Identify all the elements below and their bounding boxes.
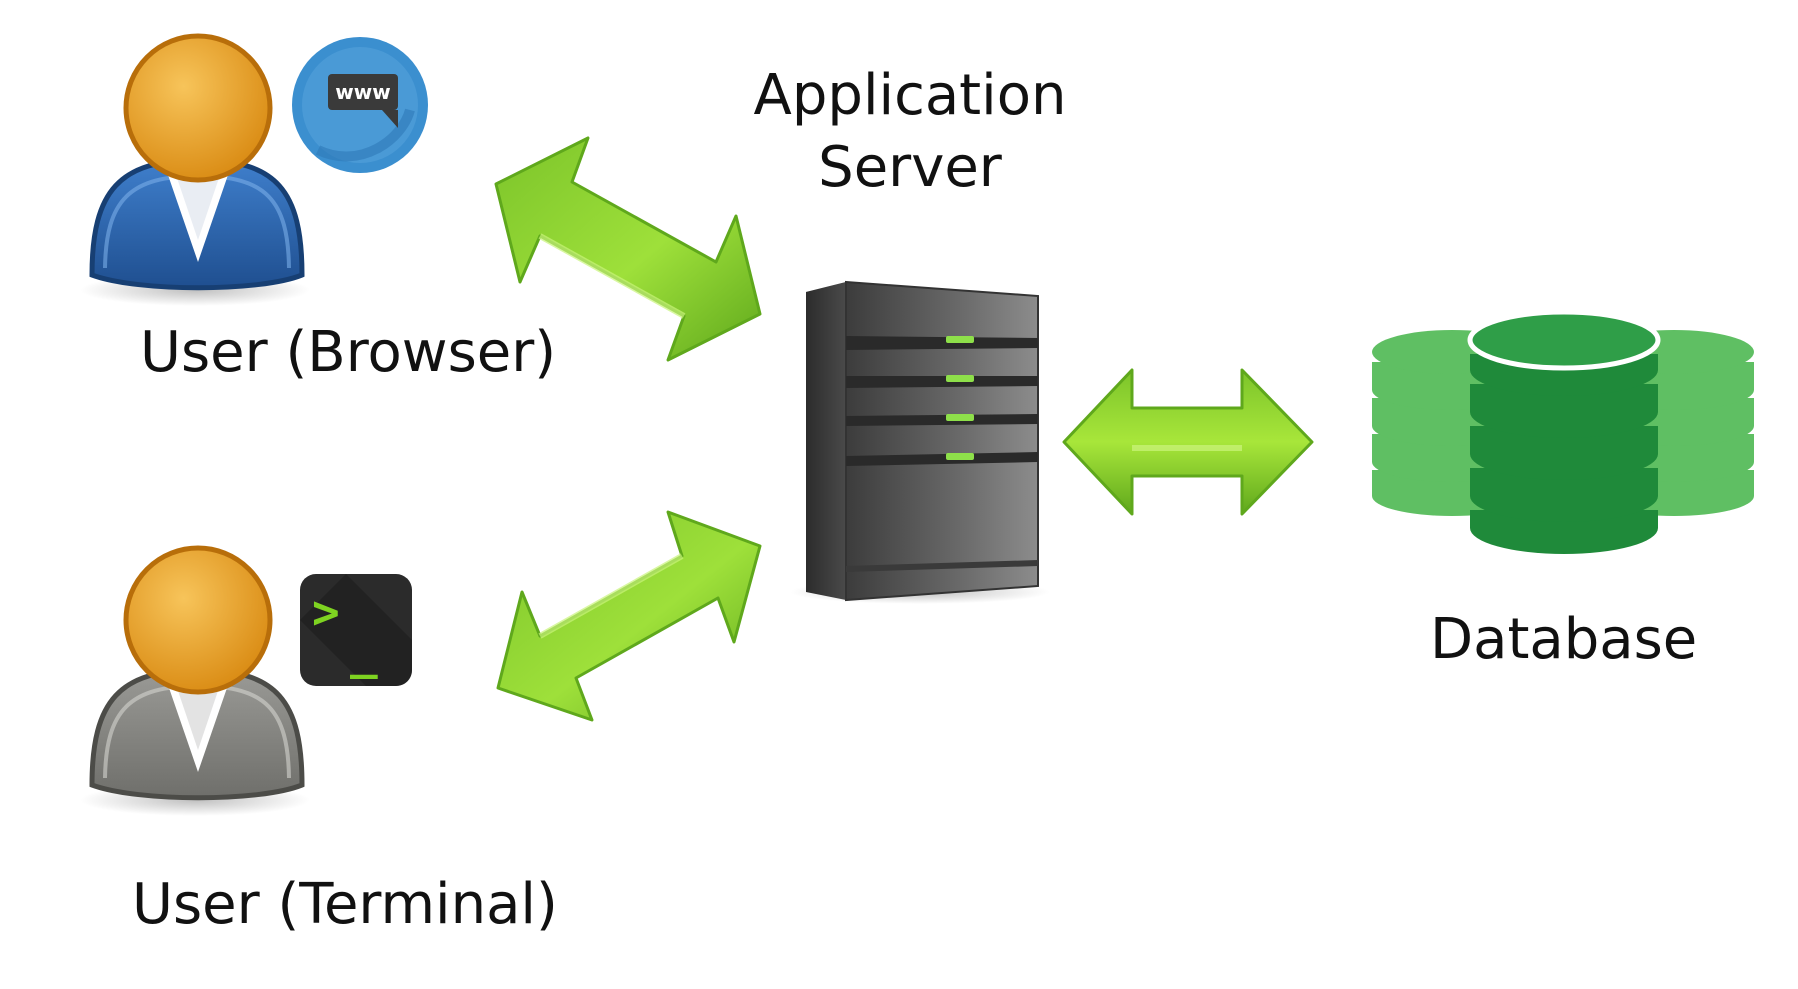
terminal-cursor-glyph: _ [350,625,378,679]
arrow-browser-server [494,136,762,362]
arrow-terminal-server [496,510,762,722]
user-terminal-icon [80,545,310,816]
app-server-label-line2: Server [818,135,1002,200]
user-browser-label: User (Browser) [140,320,557,385]
terminal-badge-icon: > _ [300,574,412,686]
www-badge-text: www [335,80,390,104]
user-browser-icon [80,33,310,306]
server-tower-icon [790,280,1050,604]
www-badge-icon: www [292,37,428,173]
user-terminal-label: User (Terminal) [132,872,558,937]
server-drive-bays [846,336,1038,572]
app-server-label: Application Server [700,60,1120,204]
database-icon [1372,309,1754,554]
app-server-label-line1: Application [753,63,1067,128]
terminal-prompt-glyph: > [312,585,340,639]
database-center-stack [1467,309,1661,554]
arrow-server-database [1062,368,1314,516]
database-label: Database [1430,607,1698,672]
server-status-lights [946,336,974,460]
